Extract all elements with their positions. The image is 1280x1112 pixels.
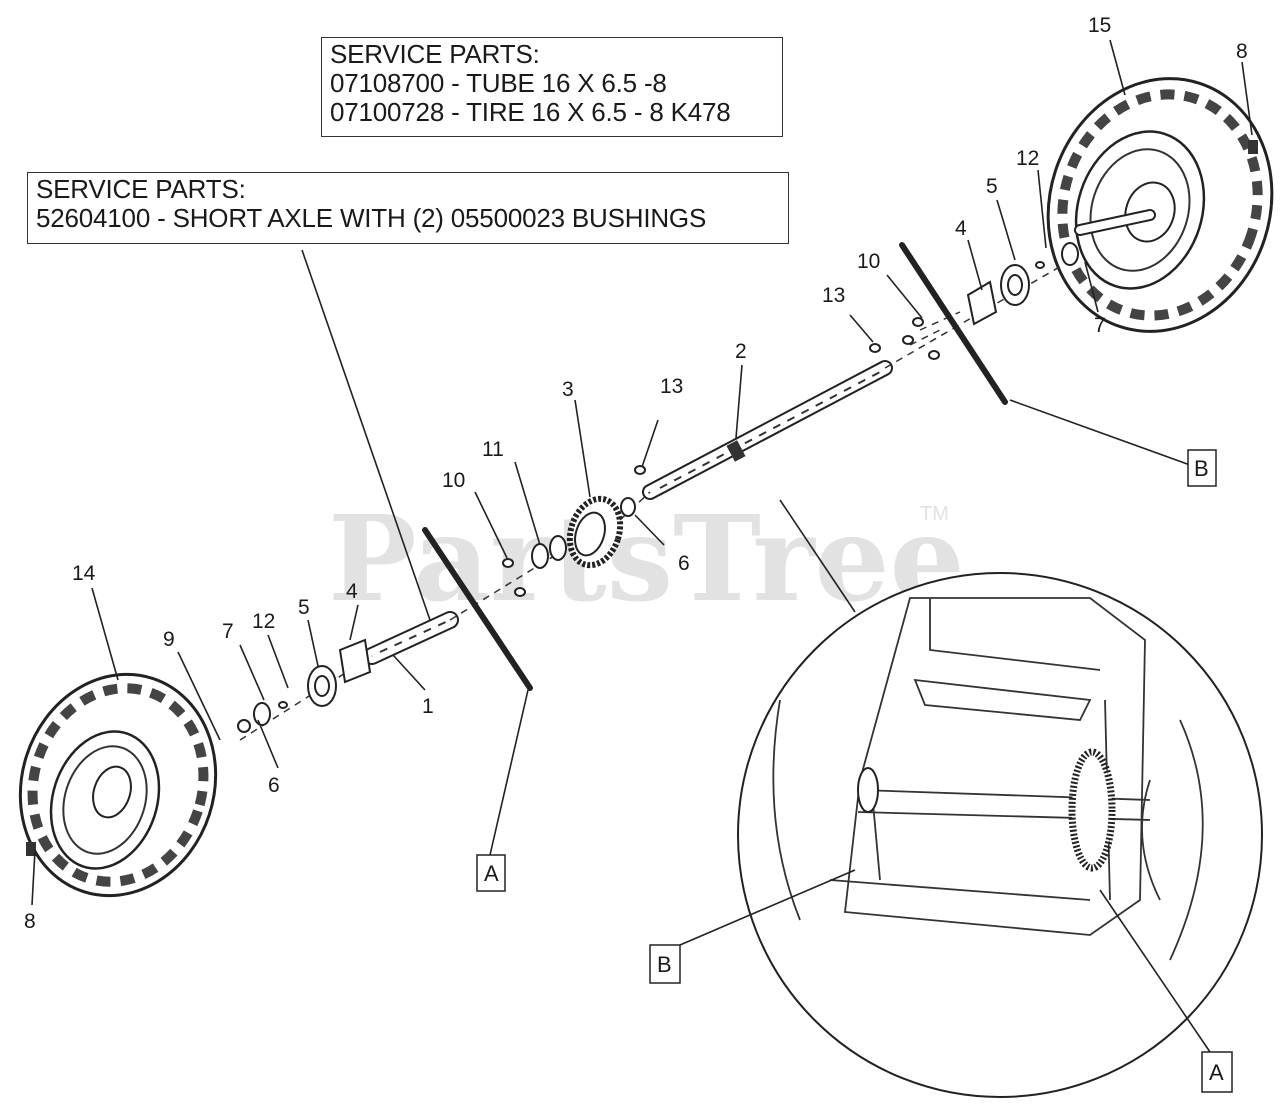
callout-9: 9 xyxy=(163,628,175,651)
letter-a-bottom: A xyxy=(1209,1060,1224,1085)
service-box-tire: SERVICE PARTS: 07108700 - TUBE 16 X 6.5 … xyxy=(321,37,783,137)
service-box-axle-heading: SERVICE PARTS: xyxy=(36,174,246,204)
service-box-axle: SERVICE PARTS: 52604100 - SHORT AXLE WIT… xyxy=(27,172,789,244)
callouts: 15 8 12 5 4 10 13 7 2 13 3 11 10 6 14 9 … xyxy=(24,14,1248,933)
letter-a-mid: A xyxy=(484,861,499,886)
callout-6-left: 6 xyxy=(268,774,280,797)
callout-2: 2 xyxy=(735,340,747,363)
callout-4-left: 4 xyxy=(346,580,358,603)
rod-b xyxy=(899,242,1008,405)
callout-5-left: 5 xyxy=(298,596,310,619)
gear-part xyxy=(566,495,624,569)
inset-detail xyxy=(737,572,1263,1098)
letter-b-top: B xyxy=(1194,456,1209,481)
callout-11: 11 xyxy=(482,438,504,461)
callout-3: 3 xyxy=(562,378,574,401)
axle-short xyxy=(363,611,459,665)
rod-a xyxy=(422,527,533,691)
tire-right xyxy=(1046,77,1274,333)
axle-long xyxy=(642,360,893,500)
service-box-tire-heading: SERVICE PARTS: xyxy=(330,39,540,69)
callout-6-mid: 6 xyxy=(678,552,690,575)
tire-left xyxy=(18,672,218,898)
callout-4-top: 4 xyxy=(955,217,967,240)
callout-10-top: 10 xyxy=(857,250,880,273)
callout-1: 1 xyxy=(422,695,434,718)
callout-8-top: 8 xyxy=(1236,40,1248,63)
callout-14: 14 xyxy=(72,562,96,585)
service-box-tire-line-2: 07100728 - TIRE 16 X 6.5 - 8 K478 xyxy=(330,97,731,127)
callout-10-mid: 10 xyxy=(442,469,465,492)
callout-7-top: 7 xyxy=(1094,314,1106,337)
service-box-tire-line-1: 07108700 - TUBE 16 X 6.5 -8 xyxy=(330,68,667,98)
small-parts xyxy=(237,242,1079,733)
callout-13-mid: 13 xyxy=(660,375,683,398)
watermark-tm: TM xyxy=(920,503,949,525)
callout-7-left: 7 xyxy=(222,620,234,643)
letter-boxes: B A B A xyxy=(476,449,1233,1093)
callout-13-top: 13 xyxy=(822,284,845,307)
callout-12-top: 12 xyxy=(1016,147,1039,170)
callout-12-left: 12 xyxy=(252,610,275,633)
callout-5-top: 5 xyxy=(986,175,998,198)
watermark-text: PartsTree xyxy=(328,489,965,628)
callout-8-left: 8 xyxy=(24,910,36,933)
service-box-axle-line-1: 52604100 - SHORT AXLE WITH (2) 05500023 … xyxy=(36,203,707,233)
callout-15: 15 xyxy=(1088,14,1111,37)
letter-b-bottom: B xyxy=(657,952,672,977)
leader-lines xyxy=(31,39,1253,1053)
